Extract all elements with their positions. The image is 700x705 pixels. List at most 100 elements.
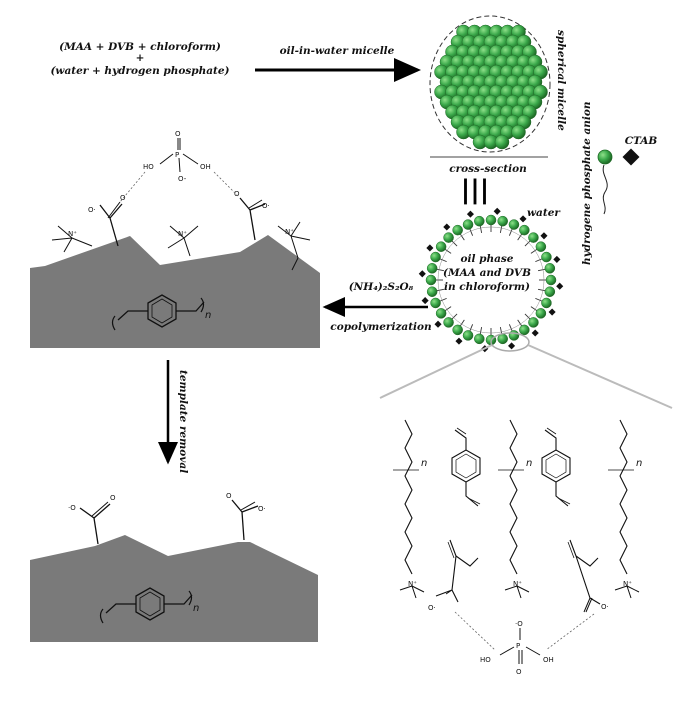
ammonium-b: N⁺ xyxy=(167,225,199,257)
ctab-counterion xyxy=(553,255,561,263)
spherical-micelle xyxy=(429,15,551,153)
svg-text:O·: O· xyxy=(428,604,436,612)
repeat-n-upper: n xyxy=(205,310,211,321)
surfactant-head xyxy=(452,224,463,236)
chain-ammonium-1: N⁺ xyxy=(513,580,522,588)
ctab-counterion xyxy=(531,329,539,337)
carboxyl-o-upper-a: O xyxy=(120,194,126,202)
spherical-micelle-label: spherical micelle xyxy=(555,30,567,131)
svg-text:O·: O· xyxy=(601,603,609,611)
oil-phase-line2: (MAA and DVB xyxy=(443,267,531,279)
surfactant-head xyxy=(497,215,508,227)
svg-text:N⁺: N⁺ xyxy=(178,230,187,238)
ctab-legend-symbol xyxy=(622,148,640,166)
surfactant-head xyxy=(508,219,520,230)
surfactant-head xyxy=(528,317,539,328)
copolymerization-label: copolymerization xyxy=(330,321,431,333)
surfactant-head xyxy=(435,308,447,319)
svg-text:N⁺: N⁺ xyxy=(68,230,77,238)
surfactant-chain-0 xyxy=(404,419,413,575)
micelle-cross-section xyxy=(418,207,564,353)
ammonium-methyls-0 xyxy=(399,585,425,599)
phosphate-anion-detail: ·O P HO OH O xyxy=(454,611,595,676)
surfactant-head xyxy=(430,297,441,309)
svg-text:HO: HO xyxy=(143,163,154,171)
surfactant-head xyxy=(519,224,530,236)
surfactant-head xyxy=(528,232,539,243)
surfactant-head xyxy=(426,286,438,297)
cross-section-label: cross-section xyxy=(449,163,527,175)
ctab-counterion xyxy=(466,210,474,218)
zoom-line-right xyxy=(527,344,673,409)
oil-in-water-label: oil-in-water micelle xyxy=(280,45,395,57)
polymer-surface-upper xyxy=(30,235,320,348)
oil-phase-boundary xyxy=(437,226,545,334)
surfactant-head xyxy=(541,297,552,309)
carboxyl-ominus-lower-b: O· xyxy=(258,505,266,513)
carboxyl-o-lower-a: O xyxy=(110,494,116,502)
surfactant-head xyxy=(544,263,556,274)
ammonium-methyls-2 xyxy=(614,585,640,599)
surfactant-head xyxy=(544,286,556,297)
svg-text:OH: OH xyxy=(200,163,211,171)
surfactant-head xyxy=(474,333,485,345)
svg-text:N⁺: N⁺ xyxy=(285,228,294,236)
ctab-counterion xyxy=(508,342,516,350)
polymer-surface-lower xyxy=(30,535,318,642)
micelle-shell xyxy=(418,207,564,353)
svg-text:HO: HO xyxy=(480,656,491,664)
carboxyl-ominus-lower-a: ·O xyxy=(68,504,76,512)
micelle-sphere-88 xyxy=(511,124,526,140)
reagents-plus: + xyxy=(136,52,145,64)
surfactant-head xyxy=(535,241,547,252)
oil-phase-line1: oil phase xyxy=(460,253,513,265)
dvb-molecule-b xyxy=(541,427,571,507)
surfactant-head xyxy=(541,251,552,263)
ctab-counterion xyxy=(455,337,463,345)
ctab-counterion xyxy=(426,244,434,252)
ammonium-c: N⁺ xyxy=(277,221,311,271)
surfactant-head xyxy=(452,324,463,336)
initiator-label: (NH₄)₂S₂O₈ xyxy=(349,281,414,293)
surfactant-tail-legend xyxy=(602,164,608,215)
chain-ammonium-0: N⁺ xyxy=(408,580,417,588)
ctab-counterion xyxy=(556,282,564,290)
micelle-sphere-91 xyxy=(494,134,510,150)
dvb-ring-lower xyxy=(99,587,193,624)
zoom-ellipse xyxy=(490,332,530,352)
ctab-counterion xyxy=(418,270,426,278)
imprinted-cavity-surface: n O ·O O O· xyxy=(30,492,318,642)
surfactant-head xyxy=(430,251,441,263)
surfactant-head xyxy=(462,330,474,341)
micelle-spheres xyxy=(434,24,548,150)
chain-ammonium-2: N⁺ xyxy=(623,580,632,588)
svg-text:OH: OH xyxy=(543,656,554,664)
chain-repeat-n-2: n xyxy=(636,458,642,469)
surfactant-head xyxy=(462,219,474,230)
surfactant-chain-2 xyxy=(619,419,628,575)
imprinted-polymer-surface: n O O· O O· N⁺ N⁺ N⁺ P O xyxy=(30,130,320,348)
equivalent-sign: ||| xyxy=(461,175,490,205)
carboxyl-ominus-upper-a: O· xyxy=(88,206,96,214)
ammonium-a: N⁺ xyxy=(51,225,93,253)
anion-legend-label: hydrogene phosphate anion xyxy=(581,101,593,265)
carboxyl-o-upper-b: O xyxy=(234,190,240,198)
zoom-line-left xyxy=(379,344,493,399)
maa-monomer-b: O· xyxy=(567,539,609,613)
maa-monomer-a: O· xyxy=(428,539,479,612)
surfactant-head xyxy=(426,263,438,274)
surfactant-head xyxy=(443,232,454,243)
surfactant-head xyxy=(443,317,454,328)
ctab-counterion xyxy=(443,223,451,231)
ctab-counterion xyxy=(540,232,548,240)
ammonium-methyls-1 xyxy=(504,585,530,599)
svg-text:O-: O- xyxy=(178,175,187,183)
carboxyl-ominus-upper-b: O· xyxy=(262,202,270,210)
phosphate-template-upper: P O HO OH O- xyxy=(119,130,239,203)
ctab-counterion xyxy=(434,320,442,328)
dvb-ring-upper xyxy=(111,294,205,331)
repeat-n-lower: n xyxy=(193,603,199,614)
anion-legend-symbol xyxy=(597,149,613,165)
